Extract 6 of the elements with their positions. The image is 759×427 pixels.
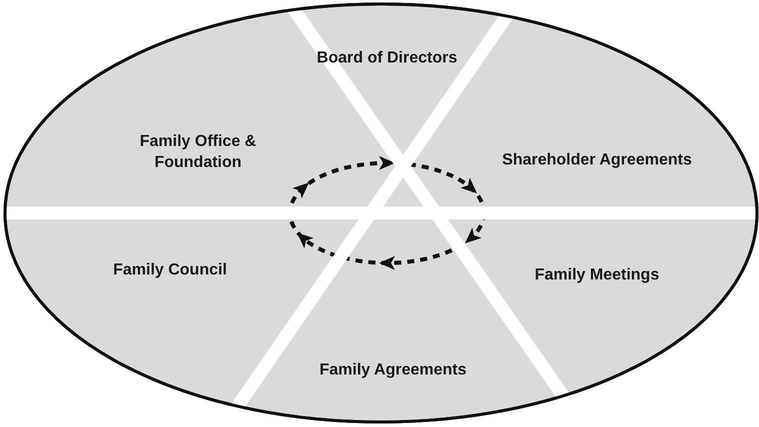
sector-label: Family Meetings <box>522 264 672 286</box>
sector-label: Family Agreements <box>313 360 473 380</box>
sector-label: Board of Directors <box>312 48 462 68</box>
sector-label: Shareholder Agreements <box>502 150 692 170</box>
sector-label: Family Office & Foundation <box>123 131 273 173</box>
sector-label: Family Council <box>100 260 240 280</box>
